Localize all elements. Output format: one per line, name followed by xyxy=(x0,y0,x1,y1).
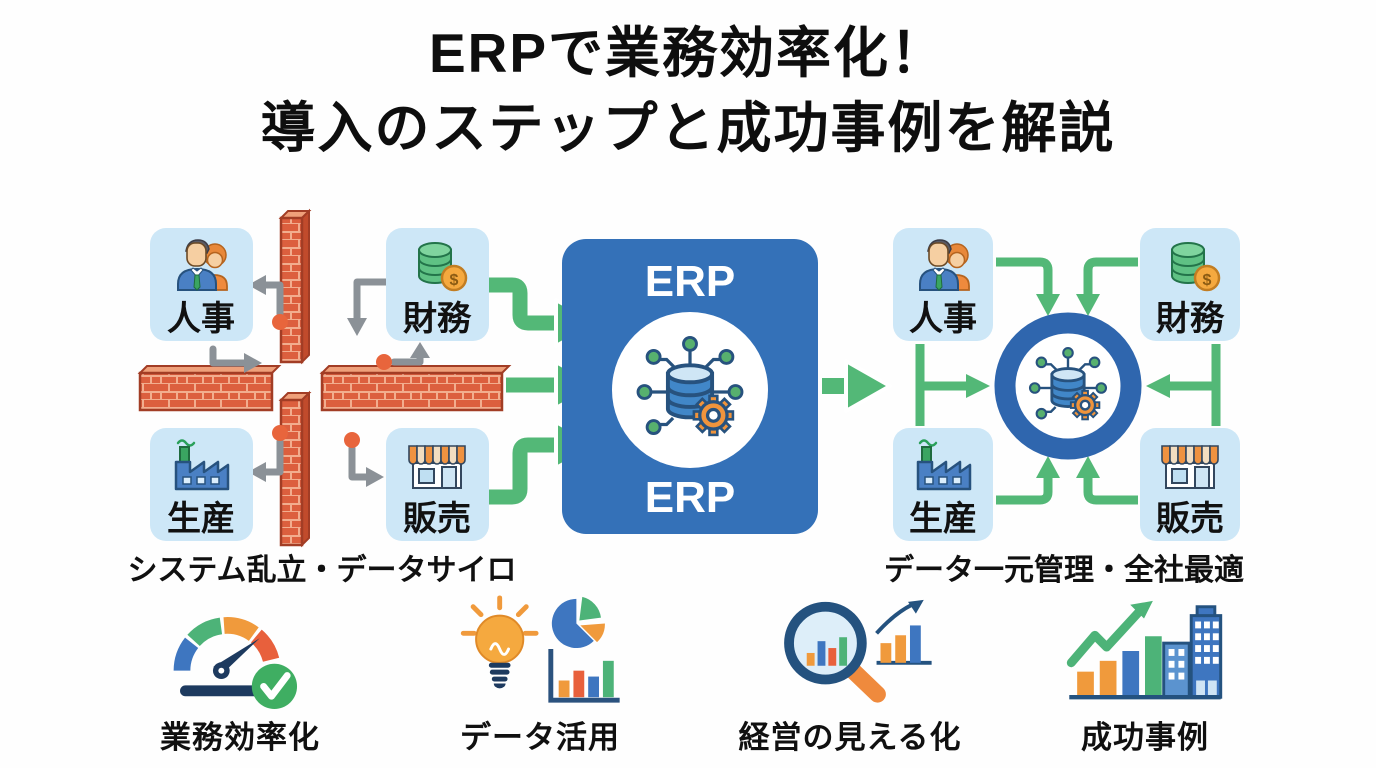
module-label: 人事 xyxy=(167,300,235,338)
brick-wall-vertical-bottom xyxy=(278,390,312,548)
benefit-label: 経営の見える化 xyxy=(738,720,962,755)
benefit-label: 成功事例 xyxy=(1081,720,1209,755)
brick-wall-vertical-top xyxy=(278,208,312,365)
module-box-production-right: 生産 xyxy=(893,428,993,541)
lightbulb-charts-icon xyxy=(460,595,620,703)
module-box-production-left: 生産 xyxy=(150,428,253,541)
erp-center-box: ERP ERP xyxy=(562,239,818,534)
module-box-hr-right: 人事 xyxy=(893,228,993,341)
magnifier-bar-chart-icon xyxy=(784,599,932,703)
module-box-hr-left: 人事 xyxy=(150,228,253,341)
module-label: 販売 xyxy=(403,500,471,538)
growth-buildings-icon xyxy=(1066,600,1223,700)
benefit-data-utilization: データ活用 xyxy=(435,592,645,757)
module-label: 財務 xyxy=(1156,300,1225,338)
broken-connectors xyxy=(209,278,424,481)
benefit-label: データ活用 xyxy=(460,720,620,755)
sales-storefront-icon xyxy=(408,445,466,489)
module-box-finance-left: 財務 xyxy=(386,228,489,341)
erp-label-bottom: ERP xyxy=(645,473,735,522)
broken-connector-dots xyxy=(272,314,392,448)
brick-wall-horizontal-left xyxy=(137,365,282,412)
broken-connector-arrowheads xyxy=(244,275,430,487)
brick-wall-horizontal-right xyxy=(319,365,512,412)
arrowhead-right-icon xyxy=(844,359,892,413)
module-label: 生産 xyxy=(167,500,235,538)
benefits-row: 業務効率化 xyxy=(0,592,1376,768)
module-label: 人事 xyxy=(909,300,977,338)
erp-label-top: ERP xyxy=(645,257,735,306)
hub-connector-arrowheads xyxy=(966,294,1170,478)
page-title: ERPで業務効率化！ 導入のステップと成功事例を解説 xyxy=(0,16,1376,166)
hub-connectors xyxy=(915,257,1221,505)
module-label: 財務 xyxy=(403,300,472,338)
speedometer-check-icon xyxy=(173,617,298,710)
left-silo-cluster: 人事 財務 生産 販売 システム乱立・データサイロ xyxy=(127,208,517,587)
benefit-management-visibility: 経営の見える化 xyxy=(715,592,985,757)
left-cluster-caption: システム乱立・データサイロ xyxy=(127,553,516,587)
benefit-label: 業務効率化 xyxy=(160,720,320,755)
module-box-sales-left: 販売 xyxy=(386,428,489,541)
module-label: 販売 xyxy=(1156,500,1224,538)
benefit-success-stories: 成功事例 xyxy=(1025,592,1265,757)
benefit-efficiency: 業務効率化 xyxy=(135,592,345,757)
right-cluster-caption: データ一元管理・全社最適 xyxy=(884,553,1244,587)
erp-output-arrow xyxy=(822,359,892,413)
module-label: 生産 xyxy=(909,500,977,538)
module-box-sales-right: 販売 xyxy=(1140,428,1240,541)
title-line-2: 導入のステップと成功事例を解説 xyxy=(260,96,1116,159)
module-box-finance-right: 財務 xyxy=(1140,228,1240,341)
right-unified-cluster: 人事 財務 生産 販売 データ一元管理・全社最適 xyxy=(884,228,1244,587)
title-line-1: ERPで業務効率化！ xyxy=(428,22,948,84)
sales-storefront-icon xyxy=(1161,445,1219,489)
